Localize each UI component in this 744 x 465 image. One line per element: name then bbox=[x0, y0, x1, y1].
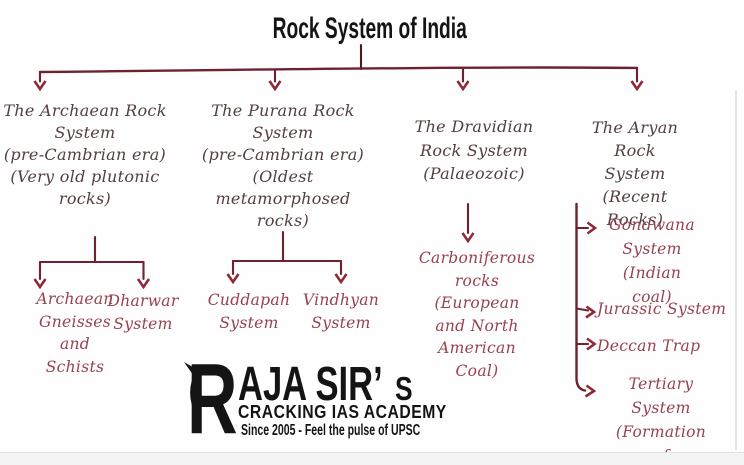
main-horizontal-line bbox=[38, 66, 639, 74]
arrowhead-jurassic bbox=[585, 305, 597, 319]
arrowhead-deccan bbox=[586, 337, 597, 351]
arrowhead-down-4 bbox=[630, 80, 644, 92]
node-vindhyan-system: Vindhyan System bbox=[302, 291, 380, 332]
arrowhead-tertiary bbox=[584, 384, 597, 398]
node-carboniferous-rocks: Carboniferous rocks (European and North … bbox=[418, 249, 536, 380]
node-jurassic-system: Jurassic System bbox=[597, 300, 727, 318]
branch-purana-heading: The Purana Rock System (pre-Cambrian era… bbox=[201, 101, 365, 230]
logo-swoosh-icon bbox=[184, 362, 203, 415]
scan-right-edge bbox=[735, 90, 737, 450]
arrowhead-branch2-right bbox=[334, 273, 348, 285]
arrowhead-branch3 bbox=[461, 232, 475, 244]
node-gondwana-system: Gondwana System (Indian coal) bbox=[609, 216, 695, 306]
arrowhead-branch1-right bbox=[136, 278, 151, 290]
logo-initial-r: R bbox=[187, 343, 238, 455]
raja-sir-logo: R AJA SIR’S CRACKING IAS ACADEMY Since 2… bbox=[185, 348, 450, 452]
logo-tagline-text: Since 2005 - Feel the pulse of UPSC bbox=[241, 422, 421, 439]
branch4-spine bbox=[575, 202, 587, 392]
node-cuddapah-system: Cuddapah System bbox=[207, 291, 291, 332]
node-deccan-trap: Deccan Trap bbox=[597, 337, 701, 355]
logo-brand-text: AJA SIR’ S bbox=[238, 361, 417, 409]
arrowhead-gondwana bbox=[586, 221, 598, 235]
node-dharwar-system: Dharwar System bbox=[107, 292, 179, 333]
arrowhead-branch1-left bbox=[33, 278, 47, 290]
branch-dravidian-heading: The Dravidian Rock System (Palaeozoic) bbox=[414, 117, 534, 183]
page-title: Rock System of India bbox=[272, 12, 467, 45]
logo-brand-suffix: S bbox=[394, 370, 413, 407]
arrowhead-down-2 bbox=[268, 80, 282, 92]
branch-aryan-heading: The Aryan Rock System (Recent Rocks) bbox=[591, 118, 679, 229]
node-archaean-gneisses: Archaean Gneisses and Schists bbox=[36, 290, 114, 376]
scan-bottom-strip bbox=[0, 452, 744, 465]
arrowhead-branch2-left bbox=[226, 273, 240, 285]
branch-archaean-heading: The Archaean Rock System (pre-Cambrian e… bbox=[3, 101, 167, 208]
node-tertiary-system: Tertiary System (Formation of Himalaya) bbox=[615, 375, 707, 465]
branch4-arrow2-line bbox=[575, 307, 590, 312]
arrowhead-down-1 bbox=[33, 80, 47, 92]
logo-academy-text: CRACKING IAS ACADEMY bbox=[238, 401, 447, 422]
arrowhead-down-3 bbox=[456, 80, 470, 92]
logo-brand-main: AJA SIR’ bbox=[238, 358, 383, 411]
